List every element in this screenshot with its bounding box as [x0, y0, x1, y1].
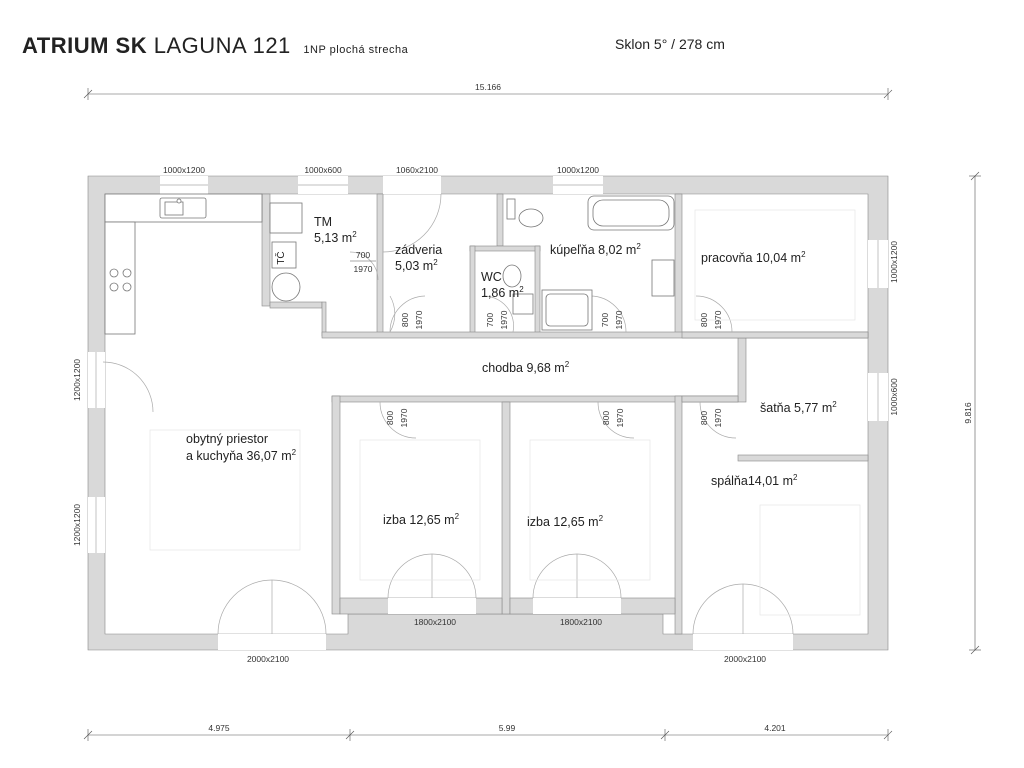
room-office-label: pracovňa 10,04 m2 [701, 250, 806, 265]
room-living-name: obytný priestor [186, 432, 268, 446]
window-label-bathroom: 1000x1200 [557, 165, 599, 175]
door-label-room-1: 1800x2100 [414, 617, 456, 627]
window-label-closet: 1000x600 [889, 378, 899, 416]
door-room2-height: 1970 [615, 408, 625, 427]
window-label-living-lower: 1200x1200 [72, 504, 82, 546]
door-room2-width: 800 [601, 411, 611, 425]
door-bedroom-height: 1970 [713, 408, 723, 427]
plan-subtitle: 1NP plochá strecha [303, 44, 409, 56]
door-swings [102, 193, 794, 635]
segment-2-label: 5.99 [499, 723, 516, 733]
door-entry-width: 800 [400, 313, 410, 327]
dimension-right: 9.816 [963, 171, 981, 655]
door-entry-height: 1970 [414, 310, 424, 329]
total-width-label: 15.166 [475, 82, 501, 92]
window-label-tm: 1000x600 [304, 165, 342, 175]
plan-title: ATRIUM SK LAGUNA 121 1NP plochá strecha [22, 33, 408, 59]
roof-slope: Sklon 5° / 278 cm [615, 36, 725, 52]
door-tm-width: 700 [356, 250, 370, 260]
window-labels: 1000x1200 1000x600 1060x2100 1000x1200 1… [72, 165, 899, 664]
window-label-entrance: 1060x2100 [396, 165, 438, 175]
window-label-living-upper: 1200x1200 [72, 359, 82, 401]
door-label-living: 2000x2100 [247, 654, 289, 664]
door-bath-height: 1970 [614, 310, 624, 329]
room-bedroom-label: spálňa14,01 m2 [711, 473, 798, 488]
room-wc-area: 1,86 m2 [481, 285, 524, 300]
window-label-office: 1000x1200 [889, 241, 899, 283]
heat-pump-label: TČ [274, 251, 287, 264]
bathroom-fixtures [502, 195, 675, 331]
door-room1-height: 1970 [399, 408, 409, 427]
room-tm-area: 5,13 m2 [314, 230, 357, 245]
door-bedroom-width: 800 [699, 411, 709, 425]
window-label-kitchen: 1000x1200 [163, 165, 205, 175]
total-height-label: 9.816 [963, 402, 973, 424]
kitchen-fixtures [104, 193, 263, 335]
door-bath-width: 700 [600, 313, 610, 327]
room-1-label: izba 12,65 m2 [383, 512, 460, 527]
room-corridor-label: chodba 9,68 m2 [482, 360, 570, 375]
room-wc-name: WC [481, 270, 502, 284]
door-dimension-labels: 700 1970 800 1970 700 1970 700 1970 800 … [350, 250, 723, 427]
brand-name: ATRIUM SK [22, 33, 148, 58]
dimension-bottom: 4.975 5.99 4.201 [83, 723, 893, 741]
furniture-hints [149, 209, 861, 616]
door-office-width: 800 [699, 313, 709, 327]
door-tm-height: 1970 [354, 264, 373, 274]
dimension-top: 15.166 [83, 82, 893, 100]
segment-1-label: 4.975 [208, 723, 230, 733]
tm-fixtures: TČ [269, 202, 303, 302]
room-2-label: izba 12,65 m2 [527, 514, 604, 529]
room-bathroom-label: kúpeľňa 8,02 m2 [550, 242, 641, 257]
room-living-area: a kuchyňa 36,07 m2 [186, 448, 297, 463]
room-closet-label: šatňa 5,77 m2 [760, 400, 837, 415]
door-wc-height: 1970 [499, 310, 509, 329]
door-office-height: 1970 [713, 310, 723, 329]
model-name: LAGUNA 121 [153, 33, 291, 58]
room-zadveria-area: 5,03 m2 [395, 258, 438, 273]
door-label-bedroom: 2000x2100 [724, 654, 766, 664]
window-openings [88, 176, 888, 650]
room-zadveria-name: zádveria [395, 243, 442, 257]
door-room1-width: 800 [385, 411, 395, 425]
door-wc-width: 700 [485, 313, 495, 327]
door-label-room-2: 1800x2100 [560, 617, 602, 627]
room-tm-name: TM [314, 215, 332, 229]
room-labels: TM 5,13 m2 zádveria 5,03 m2 WC 1,86 m2 k… [186, 215, 837, 529]
segment-3-label: 4.201 [764, 723, 786, 733]
